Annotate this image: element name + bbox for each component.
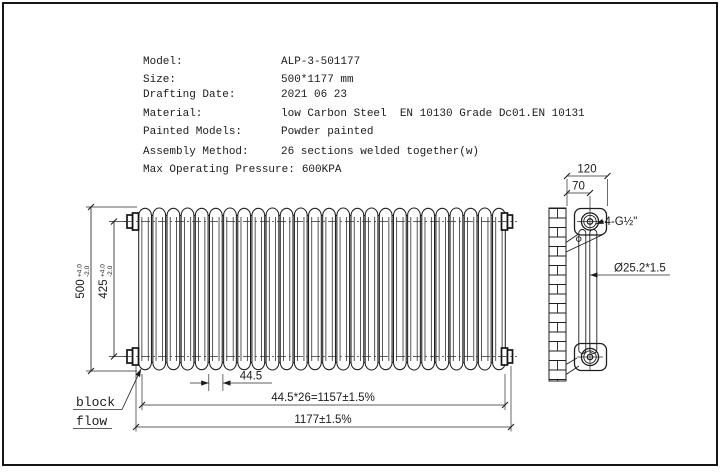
- spec-value: ALP-3-501177: [281, 56, 361, 68]
- radiator-section: [152, 207, 167, 371]
- dim-overall-width: 1177±1.5%: [294, 414, 351, 426]
- dim-section-width: 44.5: [240, 371, 262, 383]
- spec-row-max-pressure: Max Operating Pressure: 600KPA: [143, 164, 341, 176]
- radiator-section: [237, 207, 252, 371]
- flow-label: flow: [76, 414, 107, 429]
- radiator-section: [477, 207, 492, 371]
- spec-value: low Carbon Steel EN 10130 Grade Dc01.EN …: [281, 108, 585, 120]
- spec-label: Painted Models:: [143, 126, 243, 138]
- block-label: block: [76, 395, 115, 410]
- spec-label: Assembly Method:: [143, 146, 249, 158]
- radiator-section: [251, 207, 266, 371]
- block-flow-leader: [121, 368, 142, 410]
- side-view-dimensions: 120 70 4-G½" Ø25.2*1.5: [563, 164, 670, 278]
- radiator-section: [322, 207, 336, 371]
- radiator-section: [208, 207, 223, 371]
- front-view-dimensions: 500 +4.0 -2.0 425 +4.0 -2.0 44.5 44.5*26…: [73, 203, 515, 432]
- wall-section: [548, 207, 567, 382]
- drawing-frame: [2, 2, 718, 466]
- spec-value: 600KPA: [301, 164, 342, 176]
- dim-sections-total: 44.5*26=1157±1.5%: [271, 392, 375, 404]
- side-bottom-header: [573, 342, 608, 372]
- radiator-section: [421, 207, 436, 371]
- radiator-section: [492, 207, 506, 371]
- radiator-section: [308, 207, 322, 371]
- dim-height-pitch: 425 +4.0 -2.0: [98, 264, 114, 299]
- radiator-section: [194, 207, 209, 371]
- side-tube-front: [578, 229, 587, 354]
- dim-height-tol-minus: -2.0: [84, 265, 91, 277]
- radiator-sections: [138, 207, 506, 371]
- dim-height-tol-plus: +4.0: [77, 264, 84, 277]
- radiator-section: [279, 207, 294, 371]
- radiator-section: [378, 207, 393, 371]
- radiator-section: [463, 207, 478, 371]
- radiator-section: [265, 207, 280, 371]
- tube-spec-label: Ø25.2*1.5: [614, 263, 666, 275]
- bottom-connection-fitting: [577, 344, 603, 370]
- spec-value: 2021 06 23: [281, 89, 348, 101]
- spec-row-painted-models: Painted Models: Powder painted: [143, 126, 373, 138]
- radiator-section: [223, 207, 237, 371]
- radiator-section: [364, 207, 379, 371]
- spec-label: Material:: [143, 108, 203, 120]
- spec-value: Powder painted: [281, 126, 374, 138]
- radiator-section: [166, 207, 181, 371]
- spec-row-model: Model: ALP-3-501177: [143, 56, 360, 68]
- radiator-section: [407, 207, 421, 371]
- dim-height-value: 500: [75, 279, 87, 298]
- radiator-section: [435, 207, 450, 371]
- radiator-section: [449, 207, 464, 371]
- dim-depth: 120: [577, 164, 596, 176]
- front-view: [124, 207, 517, 371]
- spec-row-size: Size: 500*1177 mm: [143, 74, 354, 86]
- spec-label: Drafting Date:: [143, 89, 236, 101]
- spec-value: 26 sections welded together(w): [281, 146, 480, 158]
- spec-row-material: Material: low Carbon Steel EN 10130 Grade…: [143, 108, 585, 120]
- dim-pitch-value: 425: [98, 279, 110, 298]
- side-view: [548, 207, 608, 382]
- spec-row-assembly-method: Assembly Method: 26 sections welded toget…: [143, 146, 479, 158]
- radiator-section: [293, 207, 308, 371]
- dim-pitch-tol-plus: +4.0: [100, 264, 107, 277]
- spec-value: 500*1177 mm: [281, 74, 354, 86]
- radiator-section: [336, 207, 351, 371]
- dim-pitch-tol-minus: -2.0: [107, 265, 114, 277]
- spec-label: Max Operating Pressure:: [143, 164, 295, 176]
- radiator-section: [350, 207, 365, 371]
- spec-row-drafting-date: Drafting Date: 2021 06 23: [143, 89, 347, 101]
- dim-height-overall: 500 +4.0 -2.0: [75, 264, 91, 299]
- spec-label: Model:: [143, 56, 183, 68]
- side-top-header: [573, 207, 608, 236]
- radiator-section: [138, 207, 152, 371]
- radiator-section: [180, 207, 195, 371]
- side-tube-rear: [589, 229, 598, 354]
- connection-thread-label: 4-G½": [605, 216, 638, 228]
- dim-connection-offset: 70: [572, 181, 585, 193]
- spec-label: Size:: [143, 74, 177, 86]
- radiator-section: [392, 207, 407, 371]
